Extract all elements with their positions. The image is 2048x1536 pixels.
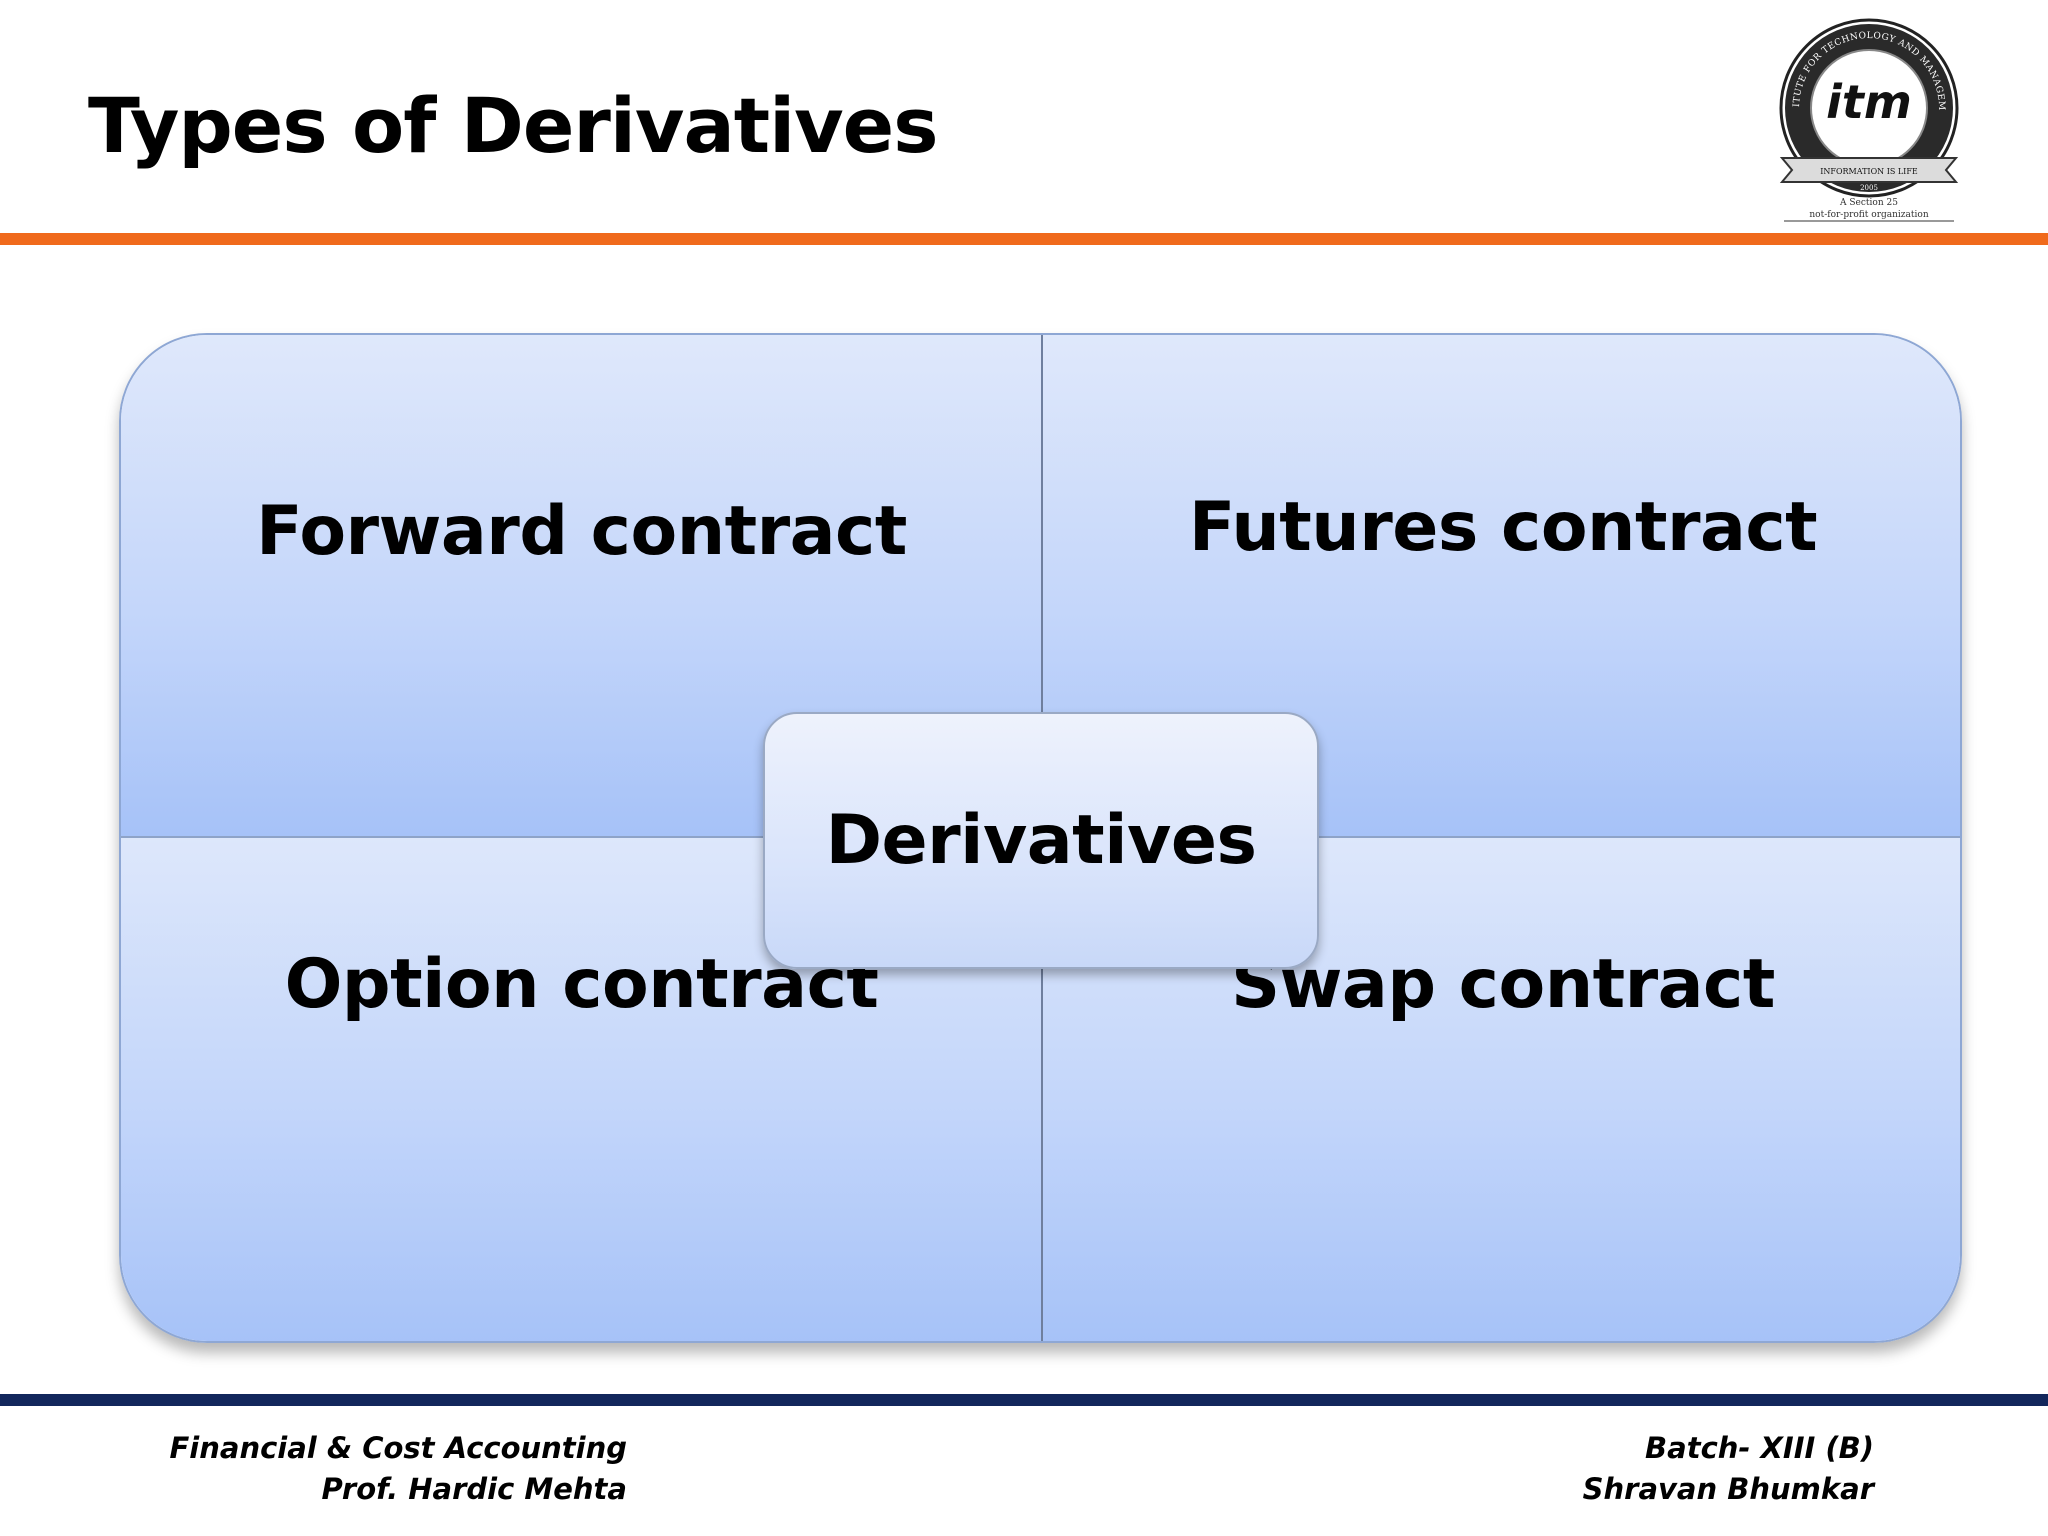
derivatives-matrix: Forward contract Futures contract Option… [119,333,1962,1343]
logo-mark: itm [1826,75,1912,129]
quadrant-label-futures: Futures contract [1188,488,1818,567]
slide-title: Types of Derivatives [88,81,938,170]
footer-professor: Prof. Hardic Mehta [321,1472,627,1506]
quadrant-label-option: Option contract [284,945,879,1024]
quadrant-futures-contract: Futures contract [1042,335,1960,837]
itm-logo: INSTITUTE FOR TECHNOLOGY AND MANAGEMENT … [1774,18,1959,222]
header-divider [0,233,2048,245]
footer-divider [0,1394,2048,1406]
footer-right: Batch- XIII (B) Shravan Bhumkar [1583,1428,1874,1510]
quadrant-label-forward: Forward contract [256,492,907,571]
center-node-derivatives: Derivatives [763,712,1319,969]
footer-course: Financial & Cost Accounting [169,1431,627,1465]
logo-note-line2: not-for-profit organization [1809,210,1928,220]
center-label: Derivatives [825,801,1257,880]
logo-note-line1: A Section 25 [1839,198,1898,208]
footer-student: Shravan Bhumkar [1582,1472,1874,1506]
logo-banner: INFORMATION IS LIFE [1820,167,1918,176]
footer-batch: Batch- XIII (B) [1645,1431,1874,1465]
quadrant-forward-contract: Forward contract [121,335,1042,837]
footer-left: Financial & Cost Accounting Prof. Hardic… [169,1428,627,1510]
quadrant-label-swap: Swap contract [1231,945,1775,1024]
logo-year: 2005 [1860,184,1878,192]
